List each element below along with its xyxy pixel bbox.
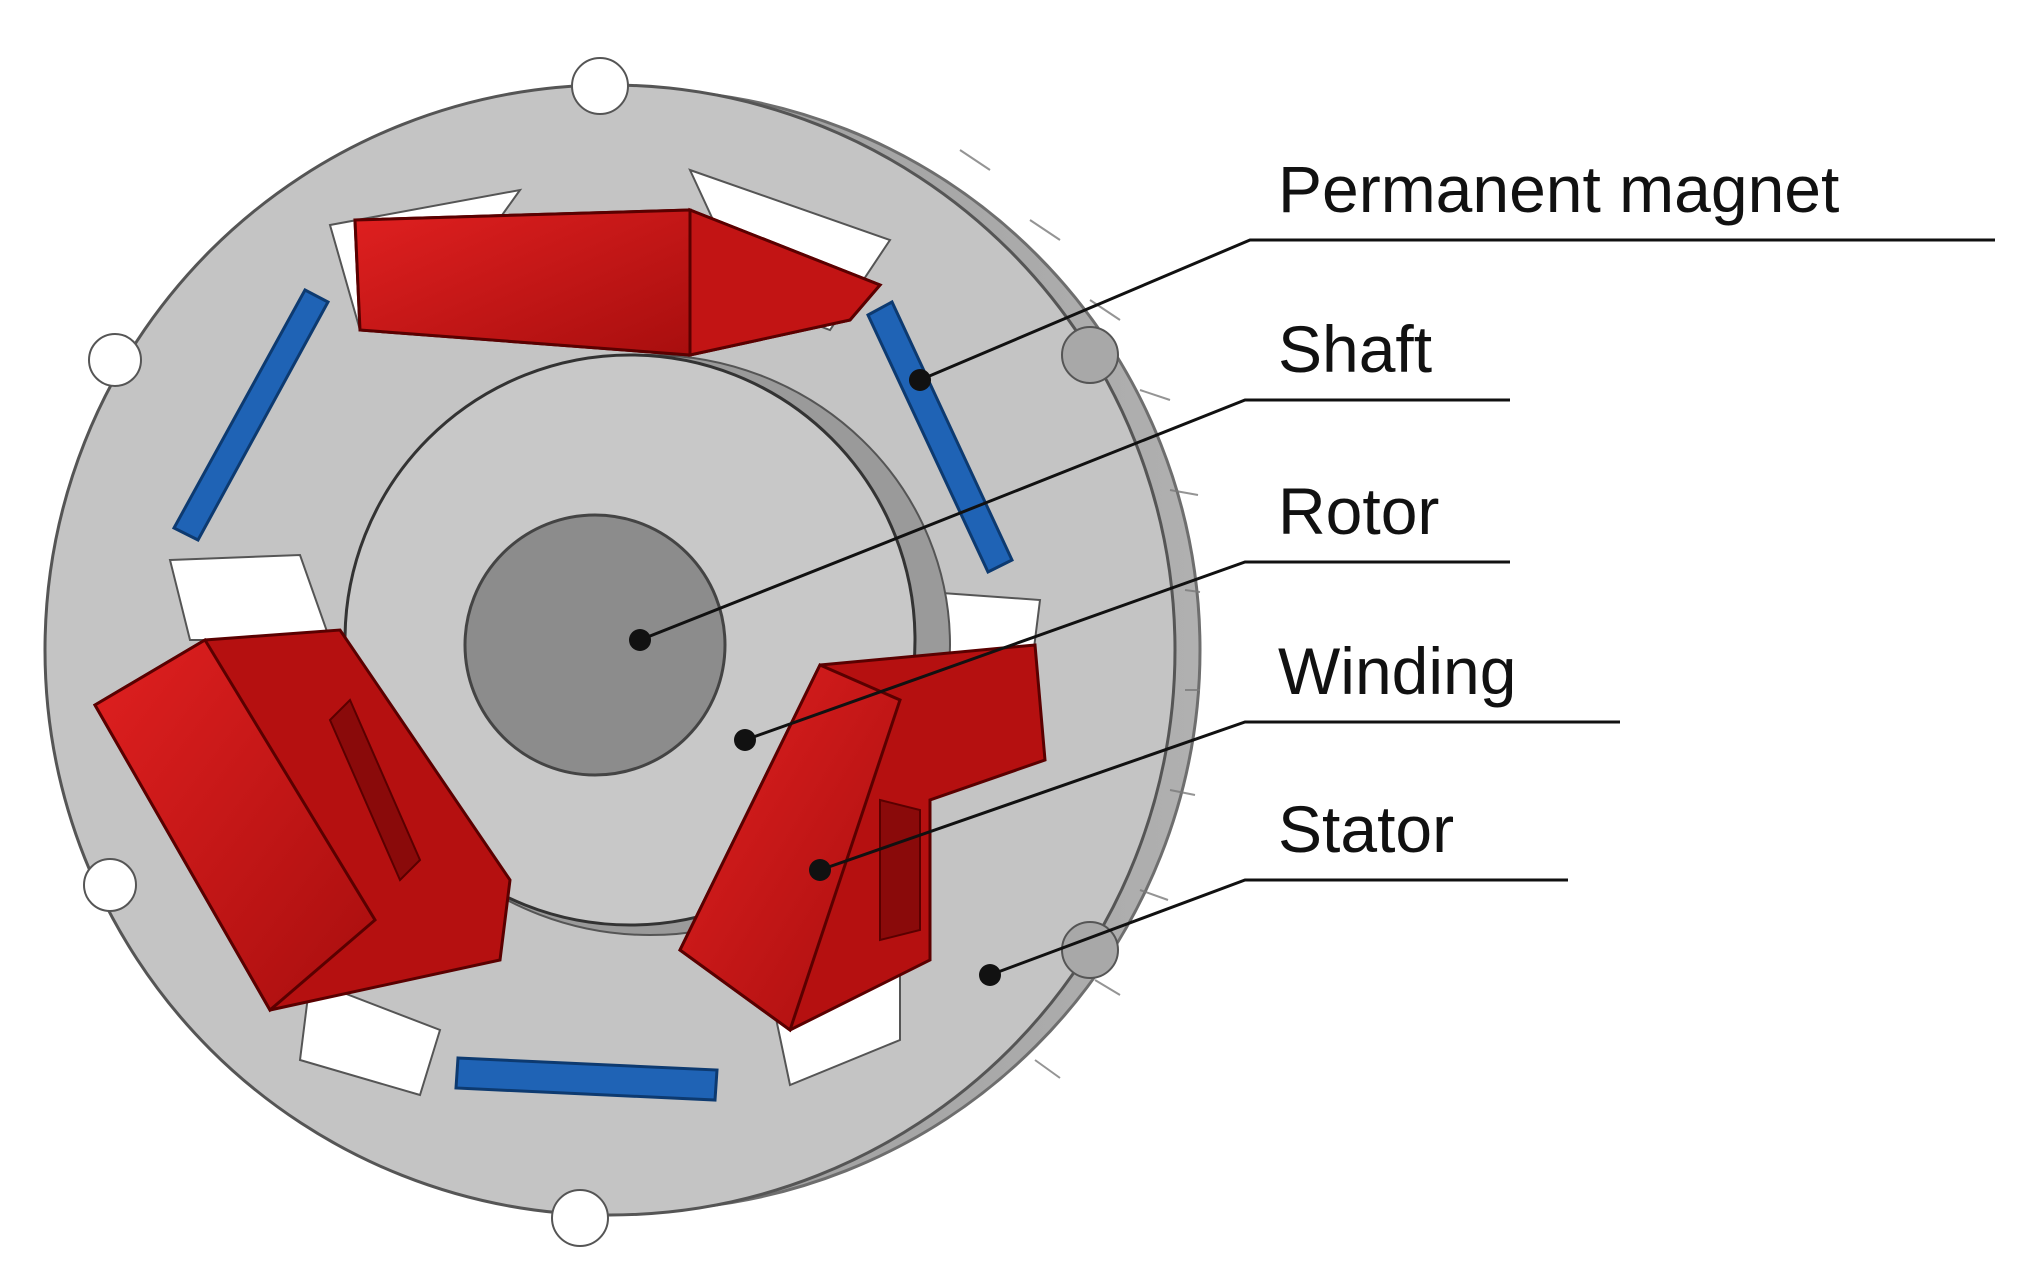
label-winding: Winding xyxy=(1278,634,1516,708)
leader-rotor xyxy=(744,560,1510,742)
label-rotor: Rotor xyxy=(1278,474,1439,548)
dot-shaft xyxy=(629,629,651,651)
label-shaft: Shaft xyxy=(1278,312,1432,386)
shaft xyxy=(463,513,727,777)
dot-winding xyxy=(809,859,831,881)
permanent-magnets xyxy=(171,287,1014,1102)
label-permanent-magnet: Permanent magnet xyxy=(1278,152,1839,226)
leader-winding xyxy=(819,720,1620,872)
magnet-right xyxy=(866,299,1014,575)
leader-stator xyxy=(989,878,1568,977)
dot-permanent-magnet xyxy=(909,369,931,391)
dot-rotor xyxy=(734,729,756,751)
leader-shaft xyxy=(639,398,1510,642)
magnet-left xyxy=(171,287,331,542)
magnet-bottom xyxy=(454,1056,719,1102)
label-stator: Stator xyxy=(1278,792,1454,866)
dot-stator xyxy=(979,964,1001,986)
winding-left xyxy=(92,628,512,1013)
leader-permanent-magnet xyxy=(919,238,1995,382)
leader-lines xyxy=(639,238,1995,977)
winding-top xyxy=(353,207,883,357)
leader-dots xyxy=(629,369,1001,986)
winding-right xyxy=(678,643,1047,1033)
